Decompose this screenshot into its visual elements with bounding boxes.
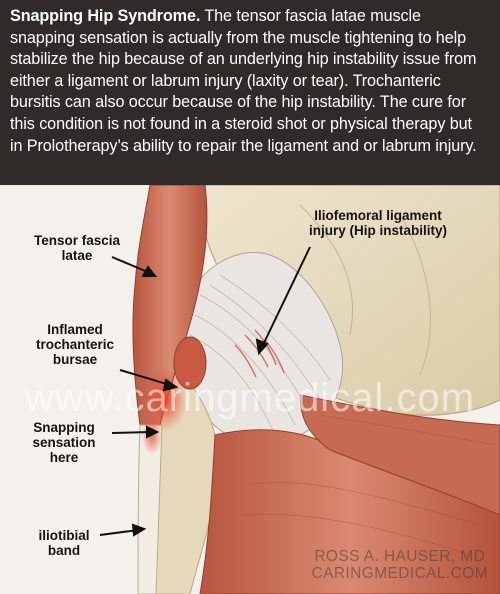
tensor-label-line1: Tensor fascia bbox=[33, 233, 121, 248]
inflamed-bursae-label: Inflamed trochanteric bursae bbox=[20, 322, 130, 367]
caption-body: The tensor fascia latae muscle snapping … bbox=[10, 7, 477, 155]
iliotibial-band bbox=[137, 424, 163, 594]
iliofemoral-ligament-label: Iliofemoral ligament injury (Hip instabi… bbox=[278, 208, 478, 238]
ilio-label-line2: injury (Hip instability) bbox=[308, 223, 447, 238]
tensor-fascia-latae-label: Tensor fascia latae bbox=[22, 233, 132, 263]
itband-label-line2: band bbox=[47, 543, 81, 558]
label-arrows bbox=[99, 246, 311, 537]
snapping-label-line1: Snapping bbox=[33, 420, 95, 435]
inflamed-label-line3: bursae bbox=[52, 352, 98, 367]
trochanteric-bursa bbox=[173, 336, 207, 390]
credit-line1: ROSS A. HAUSER, MD bbox=[314, 548, 486, 565]
tensor-label-line2: latae bbox=[61, 248, 93, 263]
hip-illustration bbox=[0, 185, 500, 594]
hip-anatomy-drawing bbox=[0, 185, 500, 594]
credit-line2: CARINGMEDICAL.COM bbox=[311, 565, 488, 582]
snapping-label-line2: sensation bbox=[32, 435, 96, 450]
snapping-label-line3: here bbox=[49, 450, 79, 465]
iliotibial-band-label: iliotibial band bbox=[24, 528, 104, 558]
inflamed-label-line2: trochanteric bbox=[35, 337, 115, 352]
caption-block: Snapping Hip Syndrome. The tensor fascia… bbox=[0, 0, 500, 185]
itband-label-line1: iliotibial bbox=[38, 528, 90, 543]
watermark: www.caringmedical.com bbox=[24, 376, 476, 420]
ilio-label-line1: Iliofemoral ligament bbox=[314, 208, 442, 223]
gluteal-muscle bbox=[299, 394, 500, 516]
caption-text: Snapping Hip Syndrome. The tensor fascia… bbox=[10, 6, 486, 157]
caption-title: Snapping Hip Syndrome. bbox=[10, 7, 201, 25]
author-credit: ROSS A. HAUSER, MD CARINGMEDICAL.COM bbox=[312, 548, 488, 582]
inflamed-label-line1: Inflamed bbox=[47, 322, 103, 337]
snapping-sensation-label: Snapping sensation here bbox=[24, 420, 104, 465]
